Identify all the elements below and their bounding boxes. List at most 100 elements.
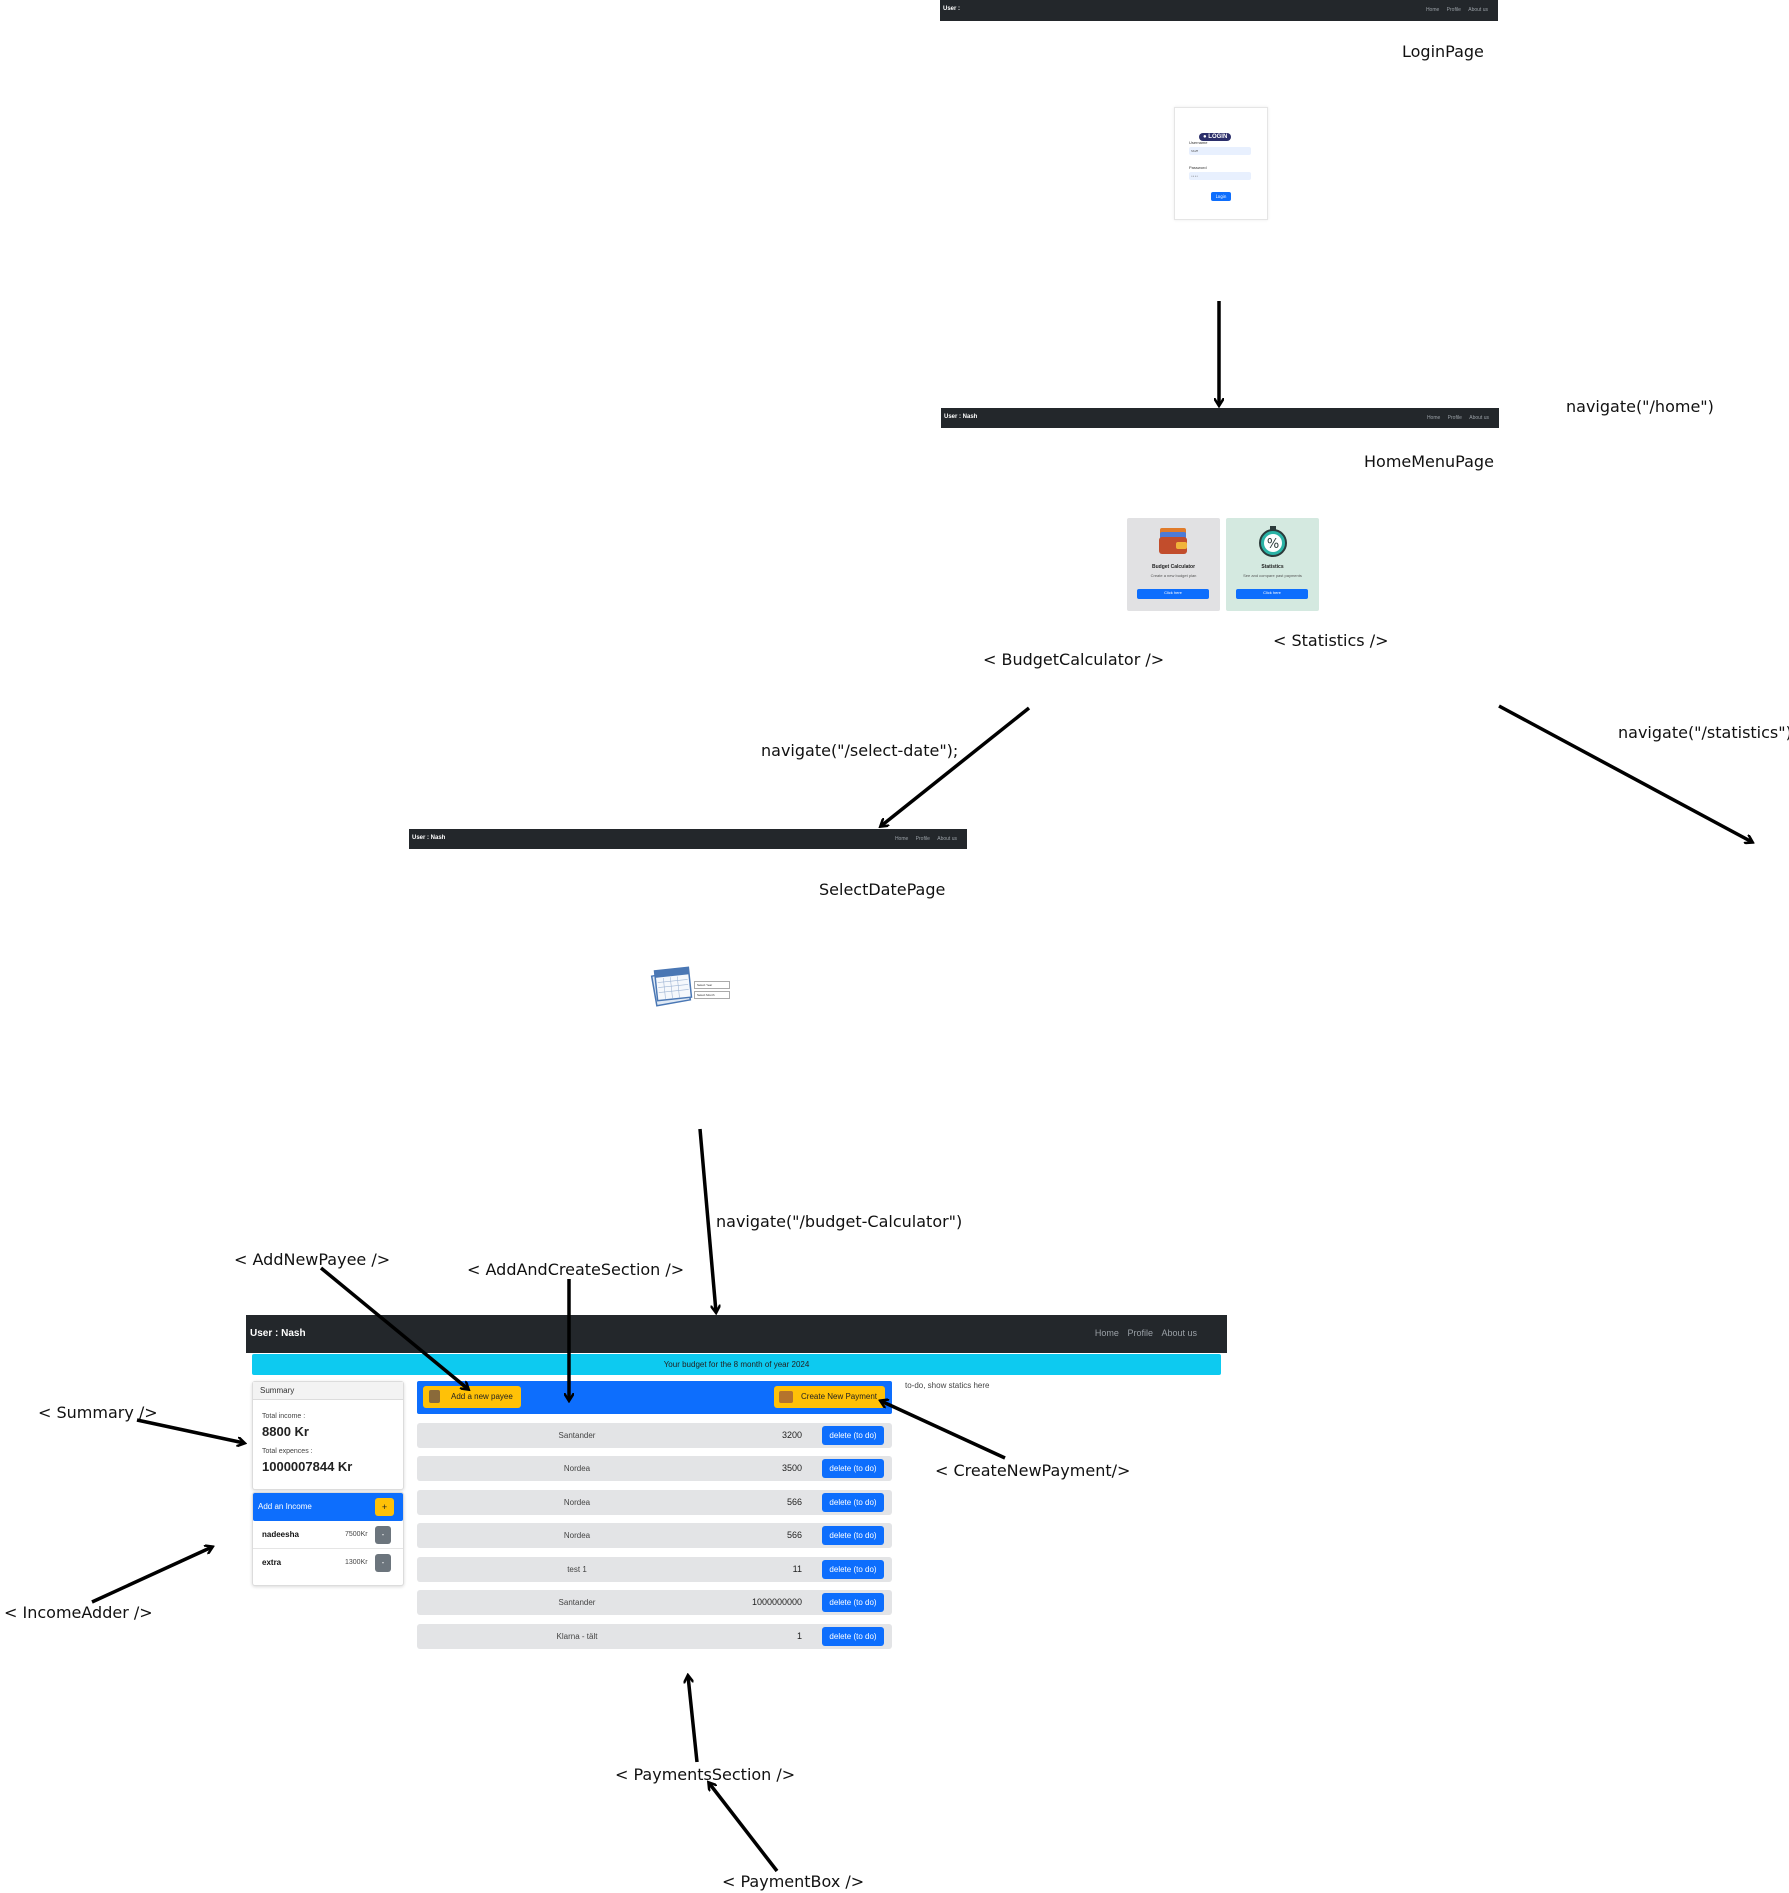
summary-panel: Summary Total income : 8800 Kr Total exp…: [252, 1381, 404, 1490]
nav-link-about[interactable]: About us: [1469, 415, 1489, 421]
income-name: nadeesha: [262, 1530, 299, 1539]
username-field[interactable]: Staff: [1189, 147, 1251, 155]
income-amount: 1300Kr: [345, 1559, 368, 1566]
nav-link-home[interactable]: Home: [1094, 1328, 1119, 1338]
nav-link-about[interactable]: About us: [1161, 1328, 1197, 1338]
stopwatch-percent-icon: %: [1259, 526, 1287, 557]
payments-section-annotation: < PaymentsSection />: [615, 1765, 796, 1784]
remove-income-button[interactable]: -: [375, 1554, 391, 1572]
delete-payment-button[interactable]: delete (to do): [822, 1459, 884, 1478]
add-and-create-section: Add a new payee Create New Payment: [417, 1381, 892, 1414]
payment-amount: 566: [786, 1530, 802, 1540]
calendar-icon: [650, 966, 693, 1007]
income-name: extra: [262, 1558, 282, 1567]
payment-icon: [779, 1391, 793, 1403]
summary-header: Summary: [253, 1382, 403, 1400]
budget-banner: Your budget for the 8 month of year 2024: [252, 1354, 1221, 1375]
login-badge-text: LOGIN: [1208, 134, 1228, 140]
delete-payment-button[interactable]: delete (to do): [822, 1593, 884, 1612]
remove-income-button[interactable]: -: [375, 1526, 391, 1544]
login-form: ● LOGIN Username Staff Password •••• Log…: [1174, 107, 1268, 220]
create-new-payment-button[interactable]: Create New Payment: [774, 1386, 885, 1408]
create-new-payment-annotation: < CreateNewPayment/>: [935, 1461, 1131, 1480]
payment-box: Klarna - tält 1 delete (to do): [417, 1624, 892, 1649]
nav-link-about[interactable]: About us: [1468, 7, 1488, 13]
income-amount: 7500Kr: [345, 1531, 368, 1538]
budget-navbar-links: Home Profile About us: [1089, 1328, 1197, 1338]
nav-link-profile[interactable]: Profile: [1446, 7, 1461, 13]
nav-link-about[interactable]: About us: [937, 836, 957, 842]
payment-amount: 11: [792, 1564, 802, 1574]
create-new-payment-label: Create New Payment: [801, 1392, 878, 1401]
payee-name: Santander: [558, 1431, 596, 1440]
arrow-summary: [136, 1418, 244, 1443]
select-year[interactable]: Select Year: [694, 981, 730, 989]
nav-link-home[interactable]: Home: [1426, 415, 1441, 421]
nav-select-date-label: navigate("/select-date");: [761, 741, 959, 760]
payment-box: Nordea 566 delete (to do): [417, 1523, 892, 1548]
total-income-value: 8800 Kr: [262, 1424, 309, 1439]
payee-name: Nordea: [563, 1498, 591, 1507]
delete-payment-button[interactable]: delete (to do): [822, 1526, 884, 1545]
arrow-home-to-statistics: [1498, 704, 1752, 842]
delete-payment-button[interactable]: delete (to do): [822, 1426, 884, 1445]
payment-box: Santander 1000000000 delete (to do): [417, 1590, 892, 1615]
arrow-add-new-payee: [319, 1266, 468, 1389]
select-date-page-label: SelectDatePage: [819, 880, 946, 899]
home-navbar-user: User : Nash: [944, 414, 978, 420]
add-new-payee-annotation: < AddNewPayee />: [234, 1250, 391, 1269]
login-navbar-links: Home Profile About us: [1420, 7, 1488, 13]
arrow-select-date-to-budget: [698, 1128, 716, 1312]
arrow-payment-box: [709, 1783, 779, 1873]
payment-amount: 1: [796, 1631, 802, 1641]
nav-link-profile[interactable]: Profile: [1447, 415, 1462, 421]
add-new-payee-button[interactable]: Add a new payee: [423, 1386, 521, 1408]
nav-budget-calculator-label: navigate("/budget-Calculator"): [716, 1212, 963, 1231]
svg-text:%: %: [1267, 537, 1279, 552]
delete-payment-button[interactable]: delete (to do): [822, 1560, 884, 1579]
arrow-income-adder: [91, 1547, 212, 1604]
statistics-card-desc: See and compare past payments: [1243, 573, 1302, 578]
income-adder-panel: Add an Income + nadeesha 7500Kr - extra …: [252, 1492, 404, 1586]
budget-navbar: User : Nash Home Profile About us: [246, 1315, 1227, 1353]
home-navbar-links: Home Profile About us: [1421, 415, 1489, 421]
arrow-create-new-payment: [881, 1401, 1006, 1460]
select-date-navbar-user: User : Nash: [412, 835, 446, 841]
password-field[interactable]: ••••: [1189, 172, 1251, 180]
payment-amount: 3500: [781, 1463, 802, 1473]
login-navbar-user: User :: [943, 6, 961, 12]
budget-card-button[interactable]: Click here: [1137, 589, 1209, 599]
statistics-card: % Statistics See and compare past paymen…: [1226, 518, 1319, 611]
total-expenses-value: 1000007844 Kr: [262, 1459, 353, 1474]
payment-amount: 566: [786, 1497, 802, 1507]
statistics-component-label: < Statistics />: [1273, 631, 1389, 650]
lock-icon: ●: [1203, 134, 1207, 140]
payments-section: Santander 3200 delete (to do) Nordea 350…: [417, 1423, 892, 1653]
budget-calculator-card: Budget Calculator Create a new budget pl…: [1127, 518, 1220, 611]
statistics-card-button[interactable]: Click here: [1236, 589, 1308, 599]
nav-link-home[interactable]: Home: [894, 836, 909, 842]
budget-navbar-user: User : Nash: [250, 1328, 306, 1339]
payee-name: Nordea: [563, 1464, 591, 1473]
income-item: nadeesha 7500Kr -: [253, 1521, 403, 1549]
payee-name: Nordea: [563, 1531, 591, 1540]
select-month[interactable]: Select Month: [694, 991, 730, 999]
nav-link-profile[interactable]: Profile: [1127, 1328, 1153, 1338]
delete-payment-button[interactable]: delete (to do): [822, 1627, 884, 1646]
summary-annotation: < Summary />: [38, 1403, 158, 1422]
select-date-navbar: User : Nash Home Profile About us: [409, 829, 967, 849]
nav-link-profile[interactable]: Profile: [915, 836, 930, 842]
budget-calculator-component-label: < BudgetCalculator />: [983, 650, 1165, 669]
income-adder-header: Add an Income +: [253, 1493, 403, 1521]
login-button[interactable]: Login: [1211, 192, 1231, 201]
nav-link-home[interactable]: Home: [1425, 7, 1440, 13]
add-income-button[interactable]: +: [375, 1498, 394, 1516]
wallet-icon: [1159, 528, 1187, 554]
add-and-create-annotation: < AddAndCreateSection />: [467, 1260, 685, 1279]
total-income-label: Total income :: [262, 1413, 306, 1420]
delete-payment-button[interactable]: delete (to do): [822, 1493, 884, 1512]
payee-name: Klarna - tält: [556, 1632, 598, 1641]
username-label: Username: [1189, 140, 1208, 145]
login-page-label: LoginPage: [1402, 42, 1484, 61]
